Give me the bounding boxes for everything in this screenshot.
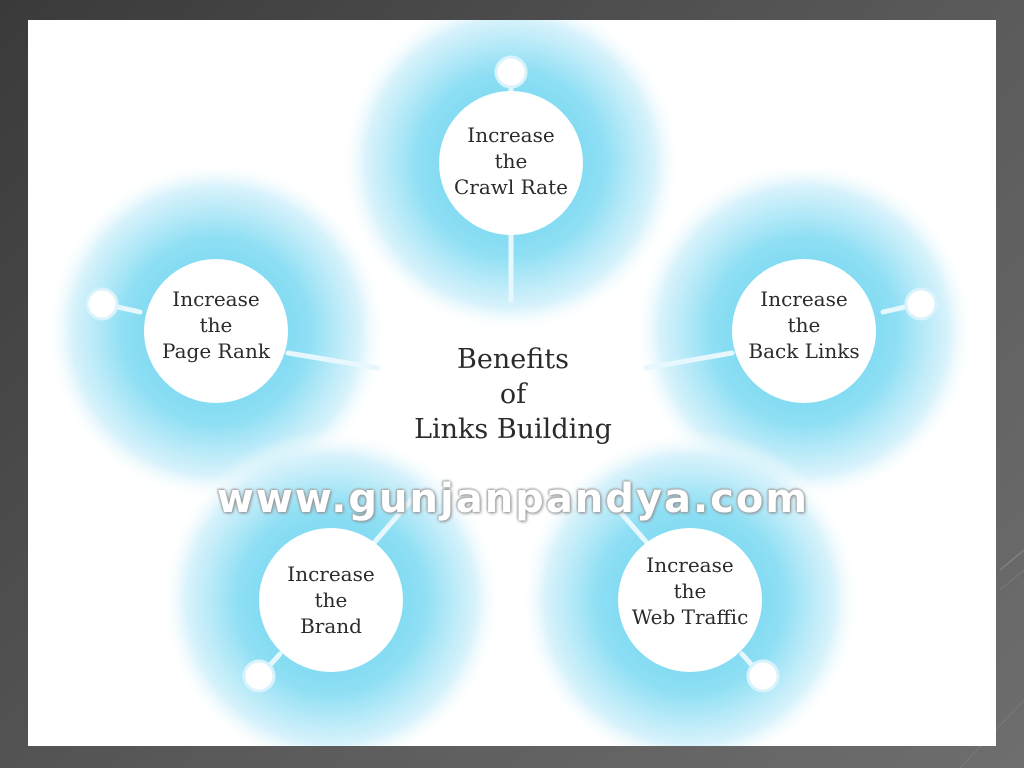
slide-panel: Increase the Crawl Rate Increase the Pag…: [28, 20, 996, 746]
center-title-line: Links Building: [414, 414, 612, 445]
node-label-brand: Increase the Brand: [256, 561, 406, 639]
center-connectors: [285, 232, 735, 547]
center-title-line: Benefits: [457, 344, 569, 375]
knob-web-traffic: [746, 659, 780, 693]
node-label-line: Page Rank: [162, 339, 270, 363]
node-disc-back-links: [732, 259, 876, 403]
node-disc-web-traffic: [618, 528, 762, 672]
node-label-line: the: [494, 149, 528, 173]
node-label-line: the: [314, 588, 348, 612]
knob-crawl-rate: [494, 55, 528, 89]
knob-brand: [242, 659, 276, 693]
node-label-line: Web Traffic: [631, 605, 749, 629]
node-label-line: Back Links: [748, 339, 860, 363]
node-disc-page-rank: [144, 259, 288, 403]
node-label-line: Increase: [467, 123, 555, 147]
node-label-line: the: [787, 313, 821, 337]
node-label-back-links: Increase the Back Links: [729, 286, 879, 364]
node-disc-crawl-rate: [439, 91, 583, 235]
node-label-line: Crawl Rate: [454, 175, 568, 199]
center-title-line: of: [499, 379, 527, 410]
node-label-line: the: [199, 313, 233, 337]
node-label-line: Brand: [300, 614, 362, 638]
node-label-line: Increase: [646, 553, 734, 577]
watermark-url: www.gunjanpandya.com: [216, 476, 810, 522]
knob-back-links: [904, 287, 938, 321]
node-label-page-rank: Increase the Page Rank: [141, 286, 291, 364]
node-disc-brand: [259, 528, 403, 672]
node-label-crawl-rate: Increase the Crawl Rate: [436, 122, 586, 200]
knob-page-rank: [85, 287, 119, 321]
diagram-graphic: [46, 20, 974, 746]
node-label-web-traffic: Increase the Web Traffic: [615, 552, 765, 630]
node-label-line: Increase: [760, 287, 848, 311]
node-label-line: Increase: [287, 562, 375, 586]
node-label-line: Increase: [172, 287, 260, 311]
node-label-line: the: [673, 579, 707, 603]
center-title: Benefits of Links Building: [368, 342, 658, 447]
